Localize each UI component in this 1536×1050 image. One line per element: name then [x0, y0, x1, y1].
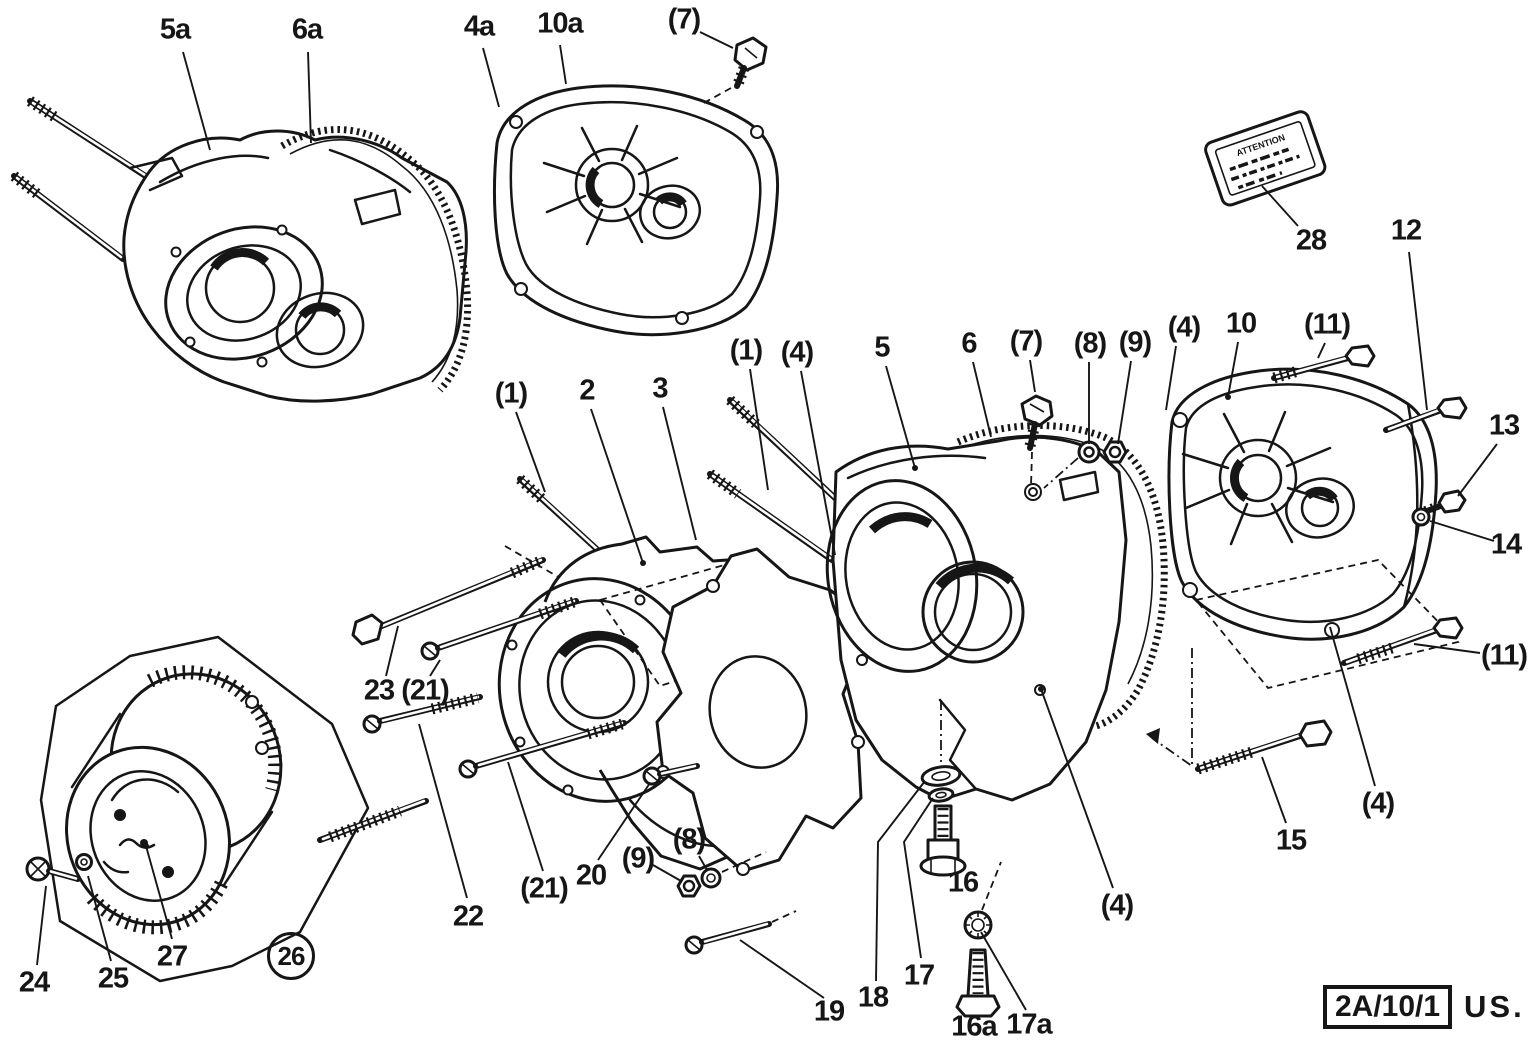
- stud-bolts-top-left: [10, 96, 153, 262]
- part-label-16: 16: [947, 866, 979, 899]
- cover-plate-26-outline: [39, 635, 370, 983]
- screw-7-top-drawing: [701, 36, 768, 105]
- page-region-code: US.: [1464, 989, 1525, 1024]
- part-label-19: 19: [813, 995, 845, 1028]
- fan-cover-10-drawing: [1146, 367, 1460, 768]
- screw-21a-drawing: [420, 596, 579, 661]
- washer-17-drawing: [927, 700, 955, 803]
- washer-25-drawing: [75, 853, 93, 871]
- washer-14-drawing: [1411, 507, 1431, 527]
- nut-9b-drawing: [676, 874, 702, 898]
- drain-plug-16-drawing: [919, 804, 967, 877]
- part-label-4: (4): [780, 336, 814, 369]
- part-label-10a: 10a: [537, 7, 583, 40]
- part-label-17: 17: [903, 959, 935, 992]
- part-label-24: 24: [18, 966, 50, 999]
- part-label-16a: 16a: [951, 1010, 997, 1043]
- part-label-10: 10: [1225, 307, 1257, 340]
- part-label-5: 5: [874, 331, 890, 364]
- part-label-17a: 17a: [1006, 1008, 1052, 1041]
- part-label-12: 12: [1390, 214, 1422, 247]
- part-label-4a: 4a: [463, 10, 495, 43]
- part-label-18: 18: [857, 981, 889, 1014]
- part-label-4: (4): [1100, 889, 1134, 922]
- part-label-1: (1): [729, 334, 763, 367]
- part-label-20: 20: [575, 859, 607, 892]
- part-label-4: (4): [1361, 787, 1395, 820]
- crankcase-half-5a-drawing: [122, 129, 468, 403]
- washer-8b-drawing: [700, 851, 767, 889]
- part-label-8: (8): [1073, 327, 1107, 360]
- part-label-7: (7): [667, 3, 701, 36]
- screw-24-drawing: [25, 856, 81, 882]
- bolt-11-top-drawing: [1271, 344, 1376, 384]
- screw-19-drawing: [684, 910, 797, 955]
- part-label-11: (11): [1304, 308, 1351, 341]
- part-label-22: 22: [452, 900, 484, 933]
- part-label-3: 3: [652, 372, 668, 405]
- part-label-21: (21): [520, 872, 569, 905]
- part-label-13: 13: [1488, 409, 1520, 442]
- bolt-15-drawing: [1195, 719, 1333, 775]
- fan-cover-10a-drawing: [492, 84, 780, 337]
- part-label-15: 15: [1275, 824, 1307, 857]
- part-label-8: (8): [672, 823, 706, 856]
- part-label-2: 2: [579, 374, 595, 407]
- washer-18-drawing: [920, 765, 962, 787]
- part-label-4: (4): [1167, 311, 1201, 344]
- bolt-12-drawing: [1383, 396, 1468, 433]
- part-label-1: (1): [494, 377, 528, 410]
- part-label-28: 28: [1295, 224, 1327, 257]
- page-reference-code: 2A/10/1: [1335, 990, 1441, 1023]
- part-label-26: 26: [267, 932, 315, 980]
- part-label-27: 27: [156, 940, 188, 973]
- screw-22-drawing: [362, 692, 483, 734]
- bolt-23-drawing: [351, 554, 546, 646]
- oil-plug-7-drawing: [1020, 394, 1054, 488]
- part-label-23: 23: [363, 674, 395, 707]
- stud-threaded-left-drawing: [317, 798, 429, 843]
- part-label-6: 6: [961, 327, 977, 360]
- part-label-9: (9): [621, 842, 655, 875]
- part-label-21: (21): [401, 674, 450, 707]
- part-label-11: (11): [1481, 639, 1528, 672]
- part-label-14: 14: [1490, 528, 1522, 561]
- gasket-6a-drawing: [280, 126, 472, 393]
- part-label-9: (9): [1118, 326, 1152, 359]
- part-label-7: (7): [1009, 325, 1043, 358]
- gasket-6-drawing: [951, 422, 1168, 730]
- part-label-5a: 5a: [159, 13, 191, 46]
- page-reference-box: 2A/10/1: [1323, 985, 1453, 1029]
- part-label-6a: 6a: [291, 13, 323, 46]
- part-label-25: 25: [97, 962, 129, 995]
- screw-20-drawing: [642, 763, 700, 786]
